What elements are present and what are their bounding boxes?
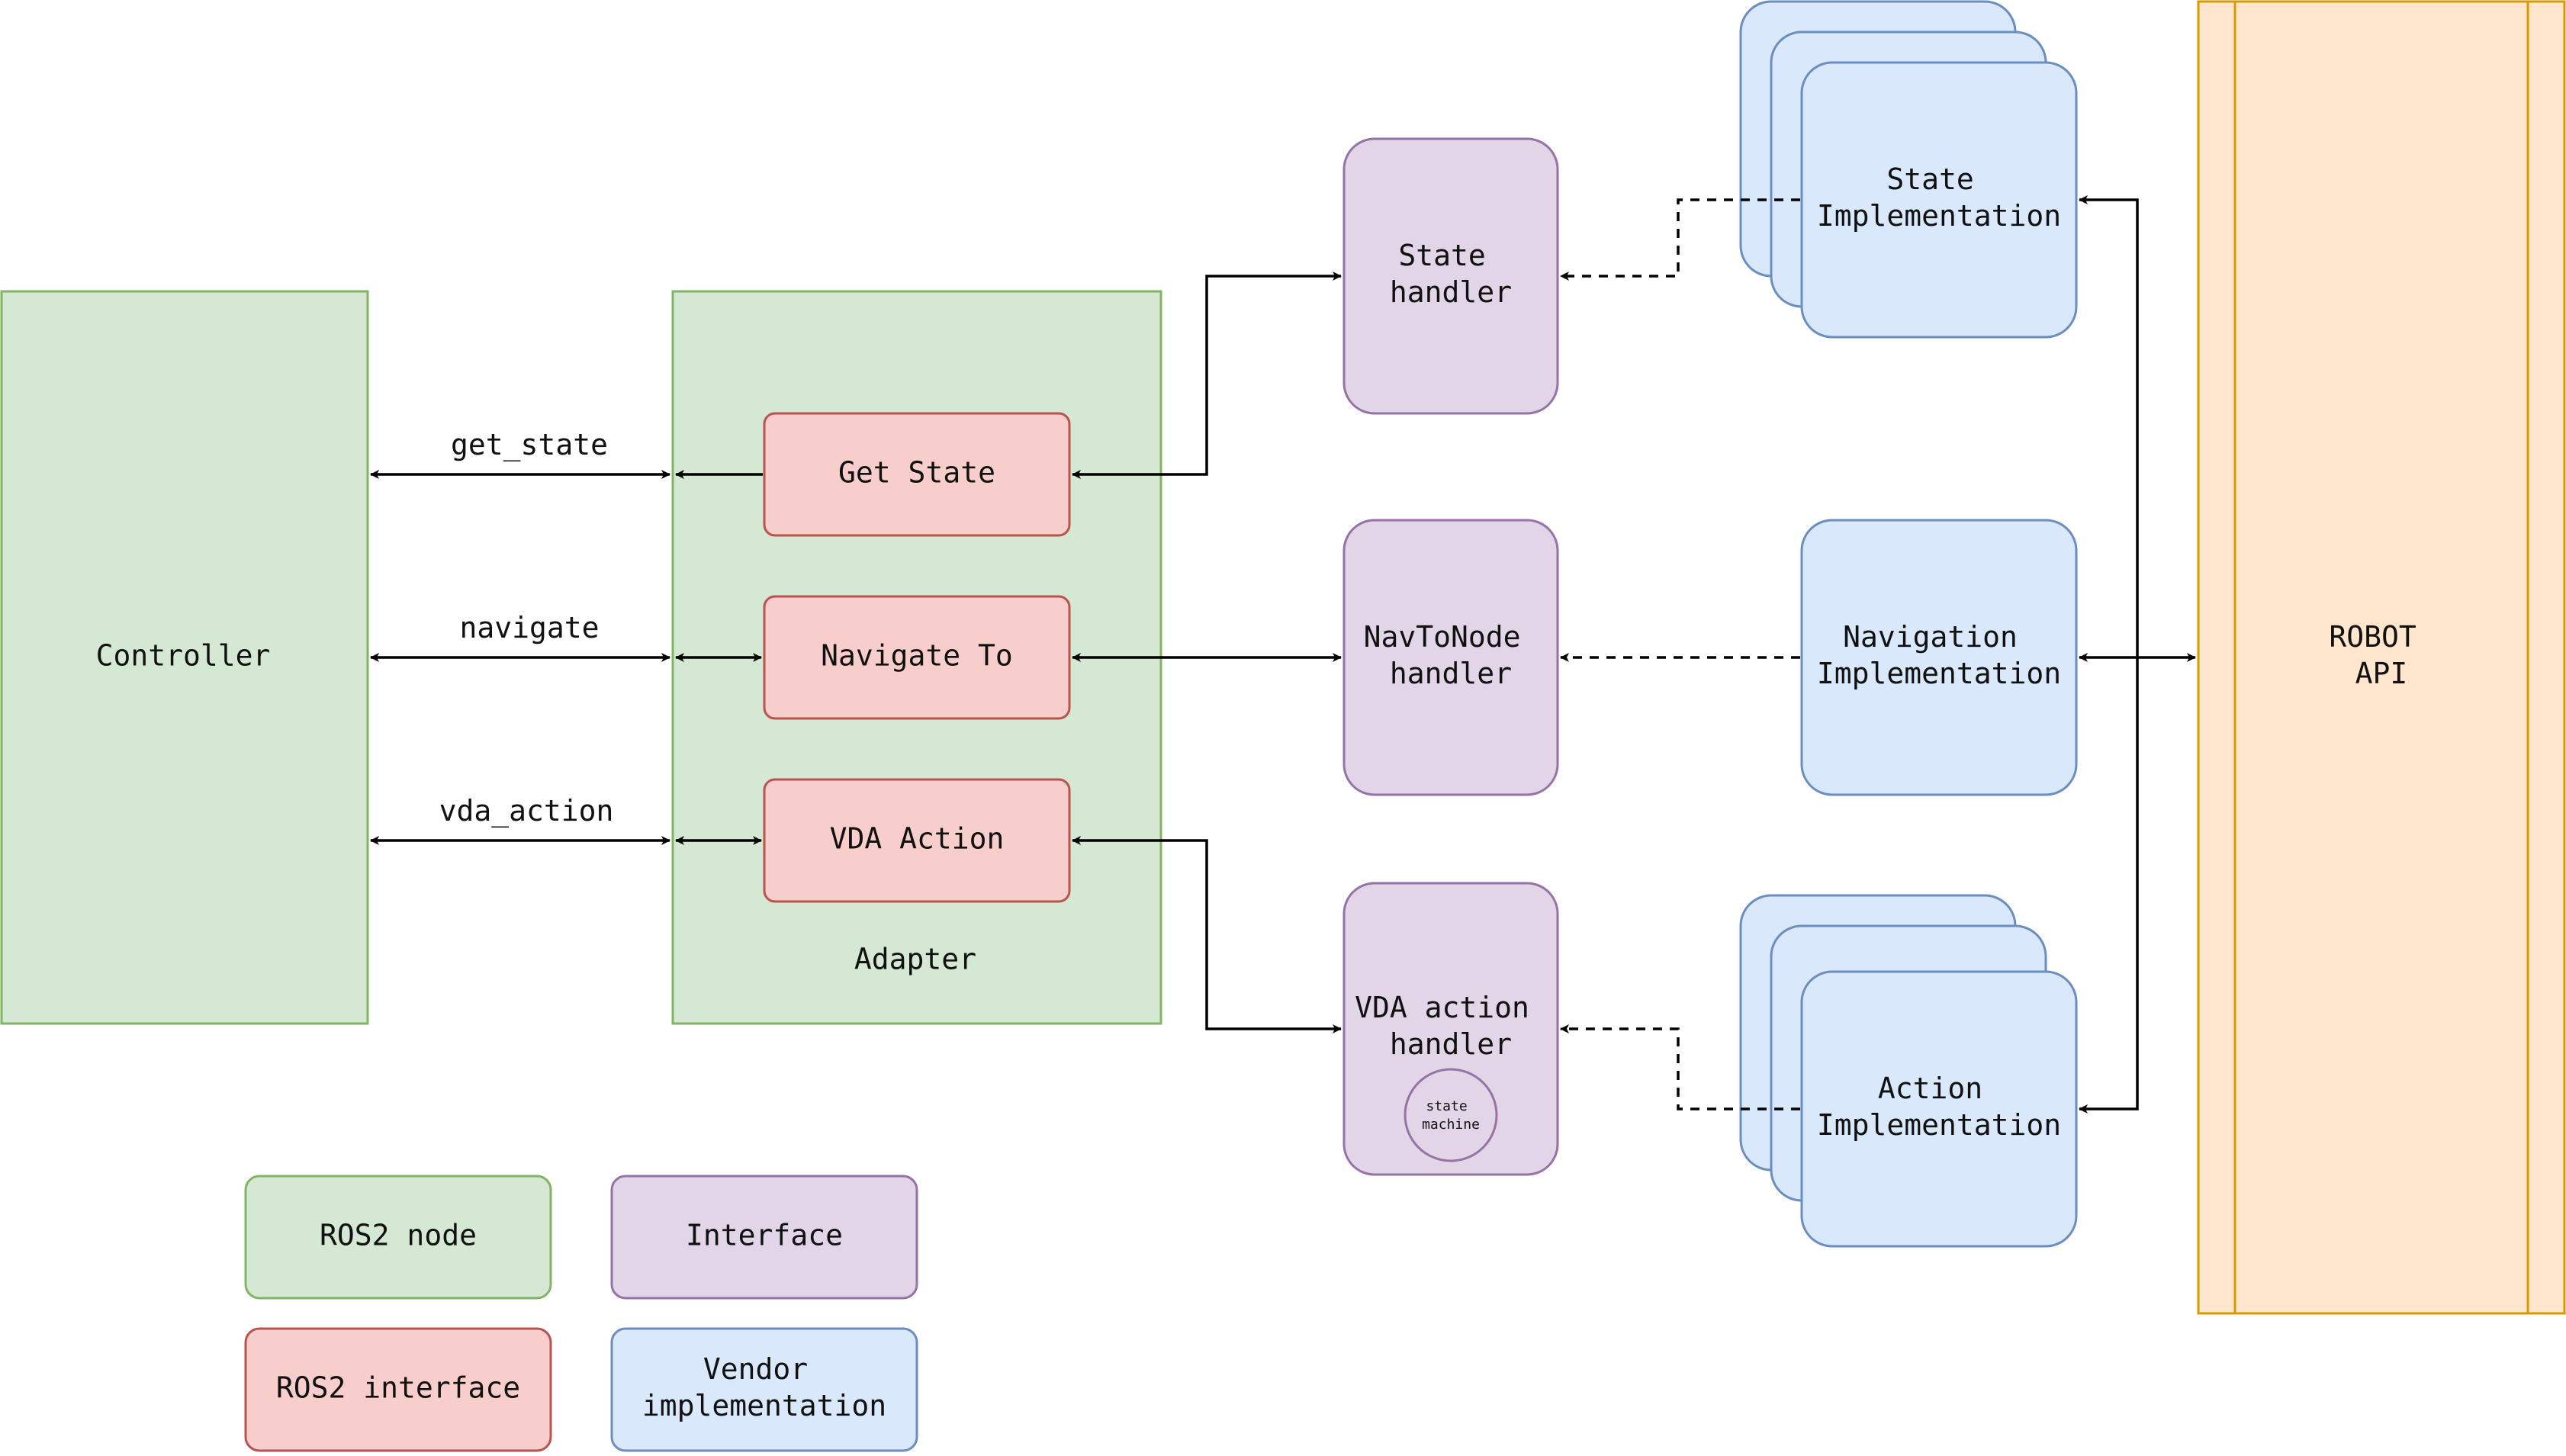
navtonode-handler xyxy=(1342,519,1559,796)
legend-ros2-node xyxy=(244,1175,552,1300)
action-implementation-label: Action Implementation xyxy=(1817,1072,2061,1142)
navtonode-handler-label: NavToNode handler xyxy=(1364,620,1539,690)
navigation-implementation xyxy=(1800,519,2078,796)
vda-action-handler xyxy=(1342,882,1559,1176)
vda-action-interface xyxy=(763,778,1071,903)
get-state-interface xyxy=(763,412,1071,537)
state-machine-label: state machine xyxy=(1422,1098,1480,1133)
controller-label: Controller xyxy=(96,639,271,673)
edge-vda-action-label: vda_action xyxy=(439,794,614,828)
state-handler-label: State handler xyxy=(1390,239,1512,309)
legend-vendor-label: Vendor implementation xyxy=(642,1352,886,1422)
legend-ros2-interface xyxy=(244,1327,552,1452)
robot-api xyxy=(2197,0,2566,1315)
edge-get-state-label: get_state xyxy=(451,428,608,462)
adapter-label: Adapter xyxy=(854,943,976,976)
legend-interface xyxy=(610,1175,918,1300)
navigate-to-interface xyxy=(763,595,1071,720)
state-implementation-label: State Implementation xyxy=(1817,162,2061,233)
vda-action-handler-label: VDA action handler xyxy=(1355,991,1547,1061)
state-implementation xyxy=(1800,61,2078,339)
legend-interface-label: Interface xyxy=(686,1219,843,1252)
get-state-label: Get State xyxy=(838,456,995,490)
state-machine-circle xyxy=(1404,1068,1498,1162)
navigate-to-label: Navigate To xyxy=(821,639,1013,673)
edge-robot-state xyxy=(2079,195,2139,657)
edge-robot-action xyxy=(2079,657,2139,1114)
robot-api-label: ROBOT API xyxy=(2329,620,2433,690)
legend-vendor xyxy=(610,1327,918,1452)
controller-node xyxy=(0,290,369,1025)
edge-get-state-handler xyxy=(1072,272,1342,479)
action-implementation xyxy=(1800,970,2078,1248)
edge-vda-handler xyxy=(1072,836,1342,1033)
legend-ros2-node-label: ROS2 node xyxy=(320,1219,477,1252)
edge-action-impl-dashed xyxy=(1560,1024,1800,1110)
legend-ros2-interface-label: ROS2 interface xyxy=(276,1371,520,1405)
edge-state-impl-dashed xyxy=(1560,198,1800,281)
navigation-implementation-label: Navigation Implementation xyxy=(1817,620,2061,690)
state-handler xyxy=(1342,137,1559,415)
edge-navigate-label: navigate xyxy=(459,611,599,644)
vda-action-label: VDA Action xyxy=(830,822,1005,856)
